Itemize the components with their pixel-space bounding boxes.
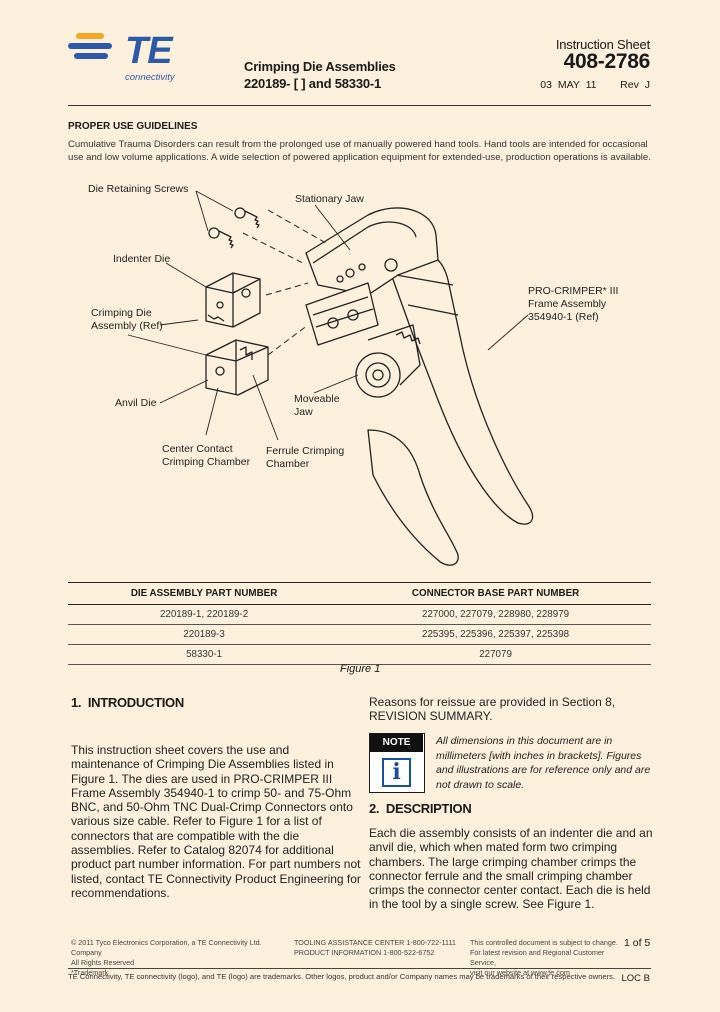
table-row: 220189-1, 220189-2 227000, 227079, 22898… [68, 604, 651, 625]
document-number: 408-2786 [563, 50, 651, 73]
page-number: 1 of 5 [624, 937, 651, 949]
part-number-table: DIE ASSEMBLY PART NUMBER CONNECTOR BASE … [68, 582, 651, 665]
logo-stripe-3 [74, 53, 108, 59]
logo-stripe-2 [68, 43, 112, 49]
table-cell: 220189-1, 220189-2 [68, 604, 341, 625]
reissue-text: Reasons for reissue are provided in Sect… [369, 695, 616, 724]
label-ferrule-crimping-chamber: Ferrule Crimping Chamber [266, 445, 345, 470]
table-row: 220189-3 225395, 225396, 225397, 225398 [68, 624, 651, 645]
label-indenter-die: Indenter Die [113, 253, 171, 265]
logo-wordmark: TE [125, 30, 173, 72]
info-icon: i [382, 758, 411, 787]
footer-trademarks: TE Connectivity, TE connectivity (logo),… [68, 972, 615, 981]
footer-code: LOC B [621, 973, 650, 984]
logo-stripe-1 [76, 33, 104, 39]
document-date-revision: 03 MAY 11 Rev J [540, 79, 650, 91]
table-header-row: DIE ASSEMBLY PART NUMBER CONNECTOR BASE … [68, 582, 651, 605]
table-row: 58330-1 227079 [68, 644, 651, 665]
label-anvil-die: Anvil Die [115, 397, 157, 409]
column-header-die-assembly: DIE ASSEMBLY PART NUMBER [68, 582, 341, 605]
footer-controlled-document: This controlled document is subject to c… [470, 938, 618, 977]
document-title-line1: Crimping Die Assemblies [244, 59, 396, 74]
figure-caption: Figure 1 [340, 663, 381, 675]
note-text: All dimensions in this document are in m… [436, 735, 651, 791]
section-heading-introduction: 1. INTRODUCTION [71, 695, 184, 710]
footer-tooling-assistance: TOOLING ASSISTANCE CENTER 1-800-722-1111… [294, 938, 456, 957]
label-moveable-jaw: Moveable Jaw [294, 393, 340, 418]
table-cell: 220189-3 [68, 624, 341, 645]
label-pro-crimper-frame: PRO-CRIMPER* III Frame Assembly 354940-1… [528, 285, 619, 323]
footer-copyright: © 2011 Tyco Electronics Corporation, a T… [71, 938, 262, 977]
header-rule [68, 105, 651, 106]
document-type: Instruction Sheet [555, 37, 650, 52]
note-label: NOTE [370, 734, 423, 752]
guidelines-text: Cumulative Trauma Disorders can result f… [68, 139, 651, 163]
label-die-retaining-screws: Die Retaining Screws [88, 183, 189, 195]
section-heading-description: 2. DESCRIPTION [369, 801, 472, 816]
document-title-line2: 220189- [ ] and 58330-1 [244, 76, 382, 91]
crimp-tool-drawing [127, 190, 534, 566]
label-center-contact-chamber: Center Contact Crimping Chamber [162, 443, 251, 468]
guidelines-heading: PROPER USE GUIDELINES [68, 121, 198, 132]
footer-rule [68, 968, 651, 969]
table-cell: 58330-1 [68, 644, 341, 665]
figure-1-illustration: Die Retaining Screws Stationary Jaw Inde… [68, 175, 658, 570]
description-text: Each die assembly consists of an indente… [369, 826, 653, 912]
table-cell: 225395, 225396, 225397, 225398 [340, 624, 651, 645]
note-box: NOTE i [369, 733, 425, 793]
table-cell: 227000, 227079, 228980, 228979 [340, 604, 651, 625]
logo-subtext: connectivity [125, 72, 175, 83]
label-stationary-jaw: Stationary Jaw [295, 193, 364, 205]
label-crimping-die-assembly: Crimping Die Assembly (Ref) [91, 307, 163, 332]
column-header-connector-base: CONNECTOR BASE PART NUMBER [340, 582, 651, 605]
table-cell: 227079 [340, 644, 651, 665]
introduction-text: This instruction sheet covers the use an… [71, 743, 361, 900]
te-logo [68, 30, 198, 86]
